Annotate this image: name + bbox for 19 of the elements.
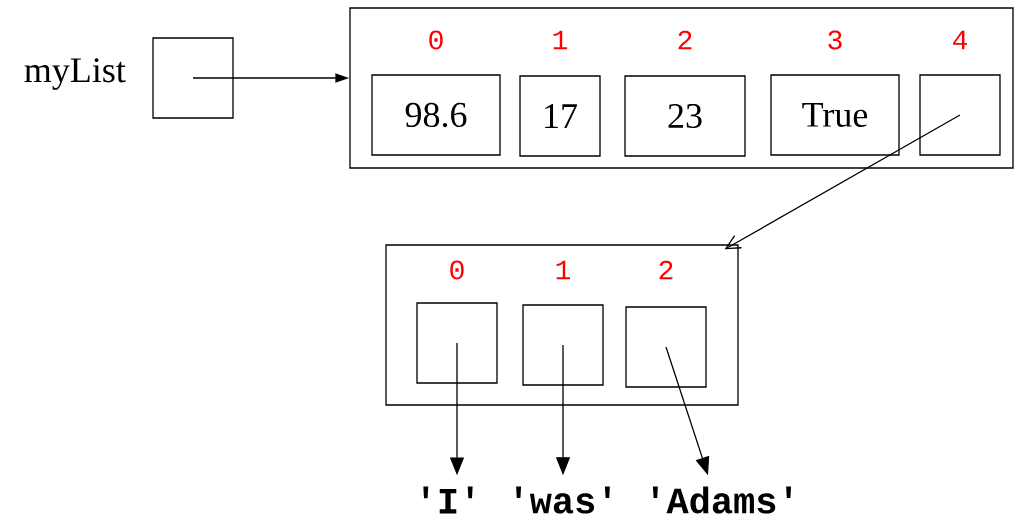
index-number: 1 xyxy=(556,260,571,280)
index-number: 2 xyxy=(659,260,673,280)
index-number: 0 xyxy=(450,260,464,280)
index-number: 1 xyxy=(553,30,568,50)
index-number: 2 xyxy=(678,30,692,50)
list-cell: 98.6 xyxy=(371,74,501,156)
index-number: 3 xyxy=(828,30,842,50)
list-cell: True xyxy=(770,74,900,156)
string-value: 'Adams' xyxy=(652,486,792,514)
index-number: 4 xyxy=(953,30,967,50)
string-value: 'I' xyxy=(423,486,473,514)
list-cell: 17 xyxy=(519,75,601,157)
string-value: 'was' xyxy=(516,486,610,514)
variable-name: myList xyxy=(24,58,126,90)
list-box xyxy=(349,7,1014,169)
list-box xyxy=(385,244,739,406)
index-number: 0 xyxy=(429,30,443,50)
arrow xyxy=(724,114,961,250)
list-cell: 23 xyxy=(624,75,746,157)
